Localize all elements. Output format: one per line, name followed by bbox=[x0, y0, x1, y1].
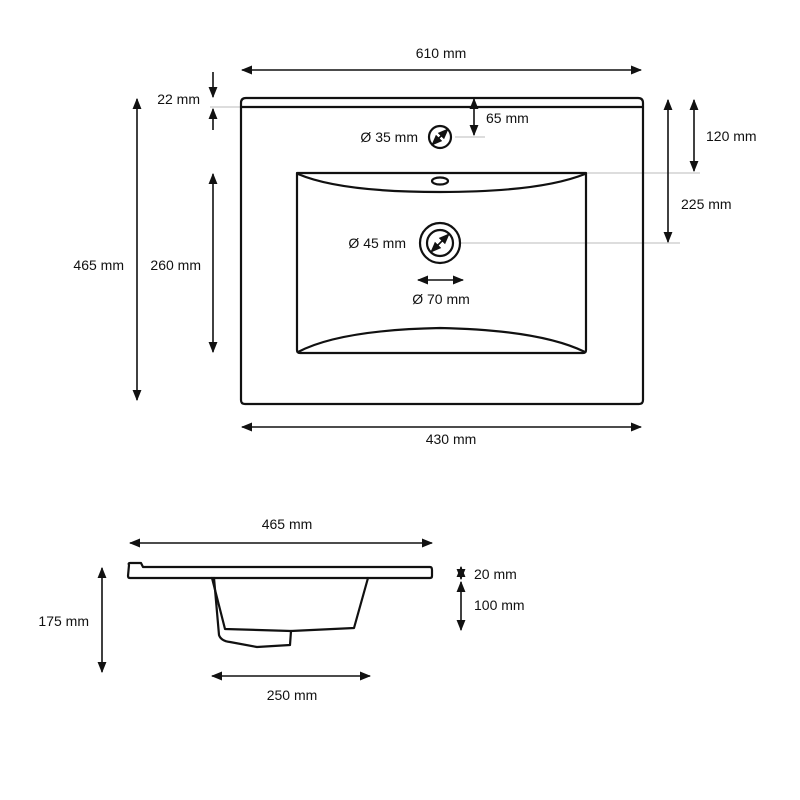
drain-offset-label: 225 mm bbox=[681, 196, 732, 212]
side-profile bbox=[126, 561, 434, 580]
drain-outer-label: Ø 70 mm bbox=[412, 291, 470, 307]
drain-outer bbox=[418, 221, 462, 265]
rim-thickness-label: 22 mm bbox=[157, 91, 200, 107]
sink-outline bbox=[239, 96, 645, 109]
depth-total-label: 465 mm bbox=[73, 257, 124, 273]
side-length-label: 465 mm bbox=[262, 516, 313, 532]
top-view: 610 mm 430 mm 465 mm 22 mm 260 mm 65 mm … bbox=[73, 45, 756, 447]
side-height-label: 175 mm bbox=[38, 613, 89, 629]
width-bottom-label: 430 mm bbox=[426, 431, 477, 447]
side-view: 465 mm 175 mm 20 mm 100 mm 250 mm bbox=[38, 516, 524, 703]
tap-offset-label: 65 mm bbox=[486, 110, 529, 126]
drain-inner bbox=[425, 228, 455, 258]
drain-diameter-label: Ø 45 mm bbox=[348, 235, 406, 251]
width-top-label: 610 mm bbox=[416, 45, 467, 61]
tap-hole bbox=[427, 124, 453, 150]
tap-diameter-label: Ø 35 mm bbox=[360, 129, 418, 145]
rim-height-label: 20 mm bbox=[474, 566, 517, 582]
bowl-width-label: 250 mm bbox=[267, 687, 318, 703]
basin-span-label: 260 mm bbox=[150, 257, 201, 273]
basin-start-label: 120 mm bbox=[706, 128, 757, 144]
bowl-depth-label: 100 mm bbox=[474, 597, 525, 613]
